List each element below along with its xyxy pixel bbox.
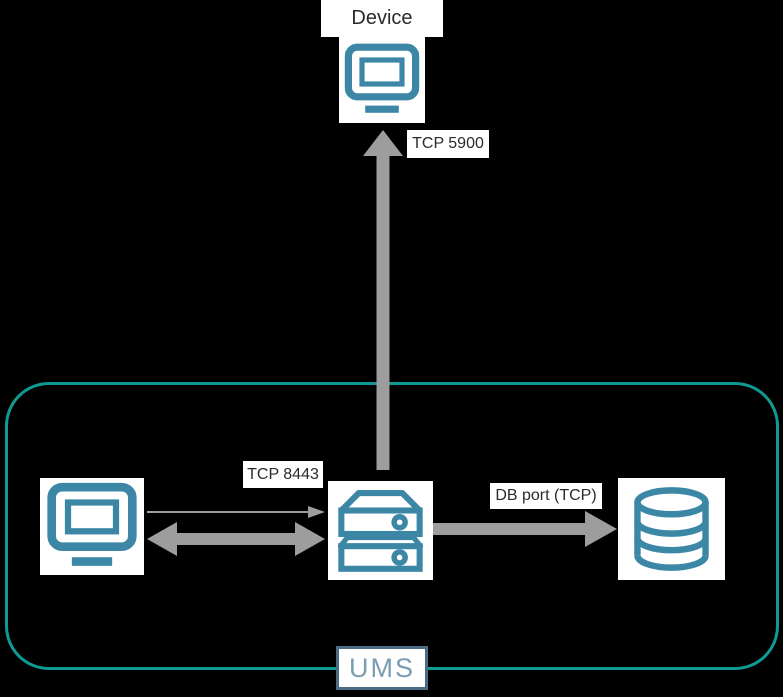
edge-label-tcp-5900: TCP 5900 xyxy=(407,130,489,158)
edge-label-tcp-8443: TCP 8443 xyxy=(243,461,323,488)
arrow-console-to-server-thin xyxy=(147,506,325,518)
monitor-icon xyxy=(344,43,420,113)
arrow-server-to-database xyxy=(433,511,617,547)
server-icon xyxy=(337,490,424,572)
ums-server-node xyxy=(328,481,433,580)
database-icon xyxy=(634,487,709,571)
arrow-server-to-device xyxy=(363,130,403,470)
edge-label-db-port: DB port (TCP) xyxy=(490,483,602,509)
ums-container-label: UMS xyxy=(336,646,428,690)
database-node xyxy=(618,478,725,580)
arrow-console-server-bidirectional xyxy=(147,522,325,556)
console-node xyxy=(40,478,144,575)
device-node-label: Device xyxy=(321,0,443,37)
device-node xyxy=(339,37,425,123)
monitor-icon xyxy=(47,482,137,566)
